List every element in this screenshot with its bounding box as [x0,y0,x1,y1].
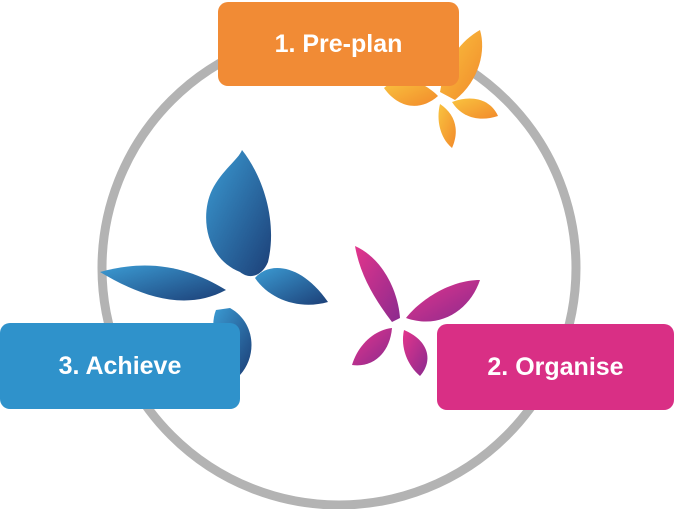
blue-butterfly-icon [100,150,328,375]
cycle-ring [97,26,581,509]
pink-butterfly-icon [352,246,480,376]
step-pre-plan-box: 1. Pre-plan [218,2,459,86]
step-pre-plan-label: 1. Pre-plan [274,29,403,58]
step-achieve-label: 3. Achieve [58,351,182,380]
step-achieve-box: 3. Achieve [0,323,240,409]
step-organise-box: 2. Organise [437,324,674,410]
step-organise-label: 2. Organise [487,352,624,381]
